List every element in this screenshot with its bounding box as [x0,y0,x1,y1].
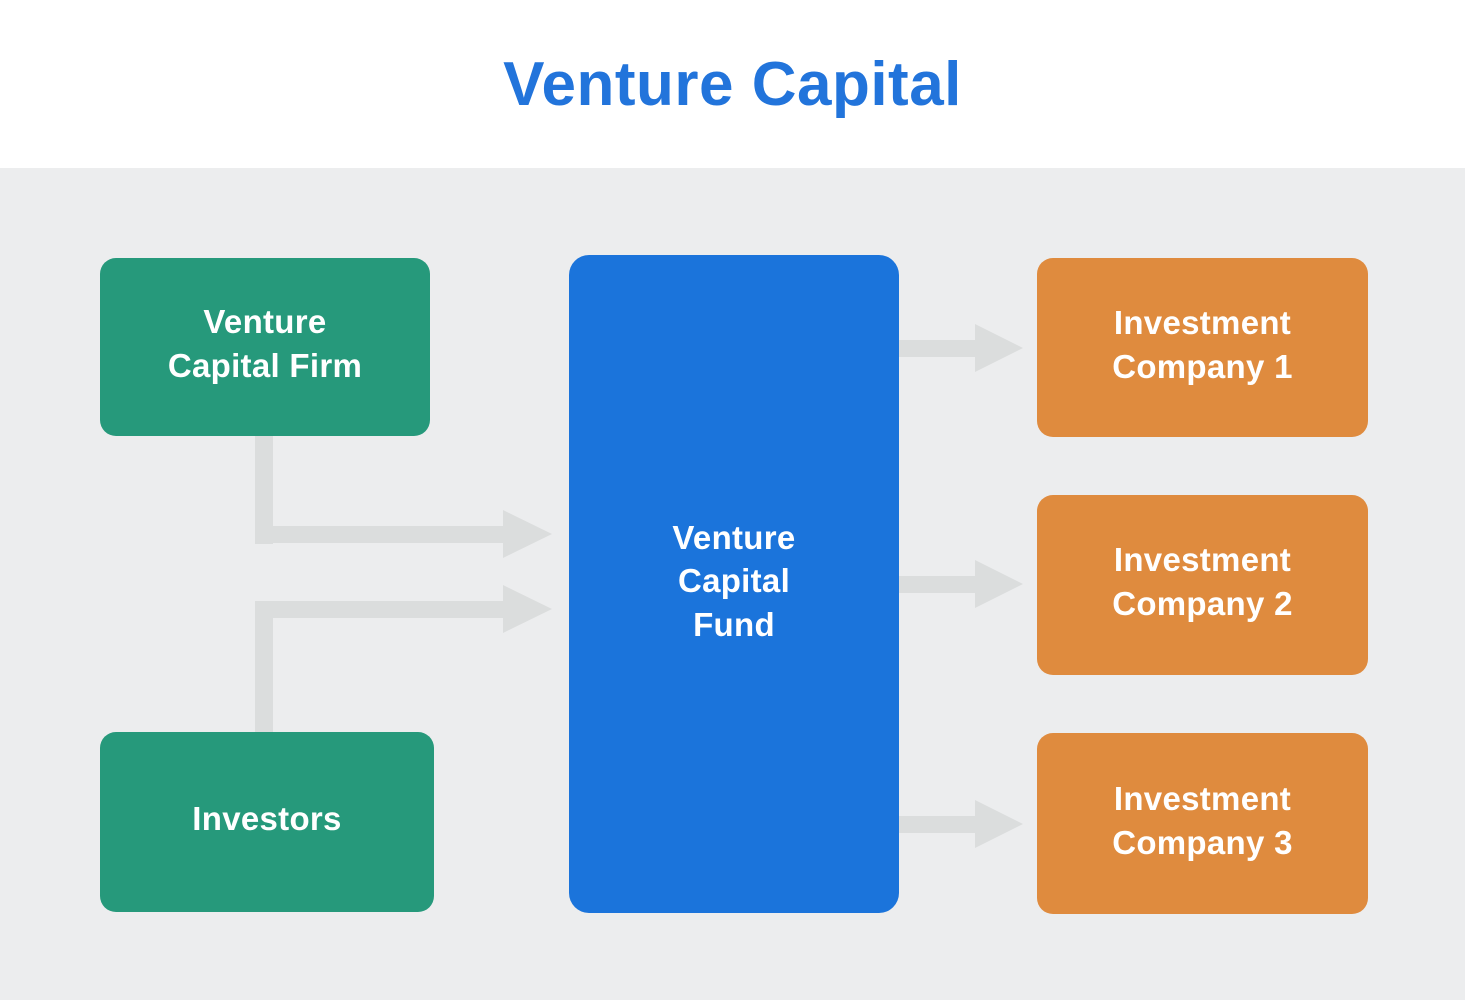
node-investment-company-1-label: Investment Company 1 [1112,303,1293,385]
arrow-fund-to-company-2-arrowhead-icon [975,560,1023,608]
arrow-fund-to-company-1-shaft [899,340,975,357]
node-investment-company-2-label: Investment Company 2 [1112,541,1293,622]
arrow-firm-to-fund-horizontal-segment [255,526,504,543]
node-investors: Investors [100,732,434,912]
node-venture-capital-firm-label: Venture Capital Firm [167,303,363,384]
arrow-fund-to-company-3-arrowhead-icon [975,800,1023,848]
header: Venture Capital [0,0,1465,168]
node-investment-company-3-label: Investment Company 3 [1112,779,1293,861]
arrow-firm-to-fund-arrowhead-icon [503,510,552,558]
arrow-fund-to-company-3-shaft [899,816,975,833]
arrow-fund-to-company-1-arrowhead-icon [975,324,1023,372]
node-venture-capital-fund-label: Venture Capital Fund [672,518,796,643]
page-title: Venture Capital [503,49,962,119]
node-venture-capital-firm: Venture Capital Firm [100,258,430,436]
node-investment-company-1: Investment Company 1 [1037,258,1368,437]
arrow-fund-to-company-2-shaft [899,576,975,593]
arrow-firm-to-fund-vertical-segment [255,436,273,544]
arrow-investors-to-fund-horizontal-segment [255,601,504,618]
node-venture-capital-fund: Venture Capital Fund [569,255,899,913]
arrow-investors-to-fund-arrowhead-icon [503,585,552,633]
node-investment-company-2: Investment Company 2 [1037,495,1368,675]
arrow-investors-to-fund-vertical-segment [255,601,273,732]
node-investment-company-3: Investment Company 3 [1037,733,1368,914]
node-investors-label: Investors [192,800,342,838]
